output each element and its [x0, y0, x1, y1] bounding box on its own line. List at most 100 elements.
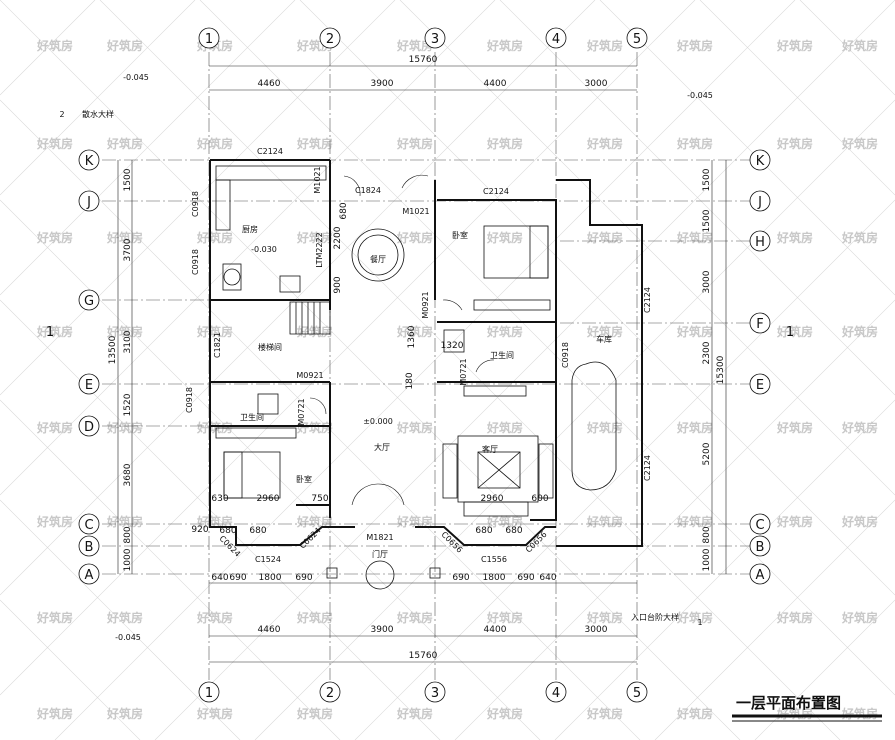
dim-misc: 180 [405, 372, 415, 389]
watermark-text: 好筑房 [586, 38, 623, 53]
watermark-text: 好筑房 [841, 420, 878, 435]
watermark-text: 好筑房 [396, 136, 433, 151]
watermark-text: 好筑房 [676, 610, 713, 625]
axis-bubble-left: D [84, 420, 94, 435]
room-label-stair: 楼梯间 [258, 342, 282, 352]
watermark-text: 好筑房 [196, 324, 233, 339]
dim-front-left: 640 [211, 573, 228, 583]
watermark-text: 好筑房 [586, 324, 623, 339]
watermark-text: 好筑房 [106, 420, 143, 435]
watermark-text: 好筑房 [36, 420, 73, 435]
watermark-text: 好筑房 [841, 136, 878, 151]
drawing-title: 一层平面布置图 [736, 694, 841, 712]
room-label-bath1: 卫生间 [240, 412, 264, 422]
watermark-text: 好筑房 [36, 610, 73, 625]
opening-label-c2124_gar2: C2124 [643, 455, 652, 481]
watermark-text: 好筑房 [486, 38, 523, 53]
axis-bubble-left: A [85, 568, 94, 583]
axis-bubble-left-circle [78, 190, 100, 212]
opening-label-c2124_top: C2124 [257, 147, 283, 156]
opening-label-c0918_b: C0918 [191, 249, 200, 275]
dim-top: 4400 [484, 79, 507, 89]
axis-bubble-top: 3 [431, 32, 439, 47]
axis-bubble-top-circle [424, 27, 446, 49]
dim-front-right: 690 [517, 573, 534, 583]
dim-left: 3100 [123, 330, 133, 353]
watermark-text: 好筑房 [486, 706, 523, 721]
watermark-text: 好筑房 [106, 136, 143, 151]
axis-bubble-left: K [85, 154, 94, 169]
detail-callout-number: 2 [59, 110, 64, 119]
dim-bottom: 3000 [585, 625, 608, 635]
axis-bubble-bottom-circle [424, 681, 446, 703]
dim-front-left: 690 [229, 573, 246, 583]
axis-bubble-right-circle [749, 149, 771, 171]
dim-front-right: 690 [452, 573, 469, 583]
dim-misc: 1320 [441, 341, 464, 351]
detail-callout-text: 散水大样 [82, 109, 114, 119]
watermark-text: 好筑房 [396, 324, 433, 339]
dim-misc: 680 [339, 202, 349, 219]
dim-right: 1000 [702, 548, 712, 571]
watermark-text: 好筑房 [841, 706, 878, 721]
axis-bubble-right: H [755, 235, 765, 250]
dim-top: 3900 [371, 79, 394, 89]
room-label-living: 客厅 [482, 444, 498, 454]
opening-label-c2124_bed: C2124 [483, 187, 509, 196]
dim-misc: 680 [505, 526, 522, 536]
dimension-lines [117, 65, 727, 663]
level-kitchen: -0.030 [251, 245, 277, 254]
axis-bubble-right: C [755, 518, 764, 533]
watermark-text: 好筑房 [396, 420, 433, 435]
axis-bubble-bottom-circle [545, 681, 567, 703]
axis-bubble-bottom-circle [319, 681, 341, 703]
dim-right-total: 15300 [716, 355, 726, 384]
watermark-text: 好筑房 [296, 136, 333, 151]
walls [209, 159, 643, 547]
watermark-text: 好筑房 [36, 514, 73, 529]
watermark-text: 好筑房 [676, 514, 713, 529]
opening-label-m1821: M1821 [366, 533, 393, 542]
watermark-text: 好筑房 [196, 136, 233, 151]
room-label-garage: 车库 [596, 334, 612, 344]
dim-misc: 920 [191, 525, 208, 535]
dim-right: 3000 [702, 270, 712, 293]
opening-label-c0918_a: C0918 [191, 191, 200, 217]
watermark-text: 好筑房 [486, 136, 523, 151]
axis-bubble-top-circle [545, 27, 567, 49]
dim-misc: 630 [211, 494, 228, 504]
axis-bubble-right-circle [749, 373, 771, 395]
watermark-text: 好筑房 [586, 610, 623, 625]
room-label-hall: 大厅 [374, 442, 390, 452]
dim-bottom: 4400 [484, 625, 507, 635]
watermark-text: 好筑房 [396, 610, 433, 625]
axis-bubble-right: J [757, 195, 762, 210]
axis-bubble-right-circle [749, 563, 771, 585]
fixtures [215, 165, 617, 590]
dim-left-total: 13500 [108, 335, 118, 364]
opening-label-c0918_d: C0918 [185, 387, 194, 413]
watermark-text: 好筑房 [36, 324, 73, 339]
axis-bubble-right-circle [749, 190, 771, 212]
axis-bubble-left-circle [78, 563, 100, 585]
axis-bubble-left-circle [78, 149, 100, 171]
watermark-text: 好筑房 [196, 610, 233, 625]
axis-gridlines [102, 52, 755, 680]
dim-misc: 2200 [333, 226, 343, 249]
watermark-text: 好筑房 [676, 420, 713, 435]
axis-bubble-top: 1 [205, 32, 213, 47]
room-label-bath2: 卫生间 [490, 350, 514, 360]
dim-bottom-total: 15760 [409, 651, 438, 661]
axis-bubble-right: F [756, 317, 763, 332]
watermark-text: 好筑房 [106, 706, 143, 721]
dim-left: 1000 [123, 548, 133, 571]
axis-bubble-left: B [85, 540, 94, 555]
section-mark-right: 1 [786, 325, 794, 340]
watermark-text: 好筑房 [776, 420, 813, 435]
watermark-text: 好筑房 [586, 136, 623, 151]
axis-bubble-right-circle [749, 513, 771, 535]
axis-bubble-left: C [84, 518, 93, 533]
watermark-text: 好筑房 [776, 610, 813, 625]
axis-bubble-right-circle [749, 535, 771, 557]
